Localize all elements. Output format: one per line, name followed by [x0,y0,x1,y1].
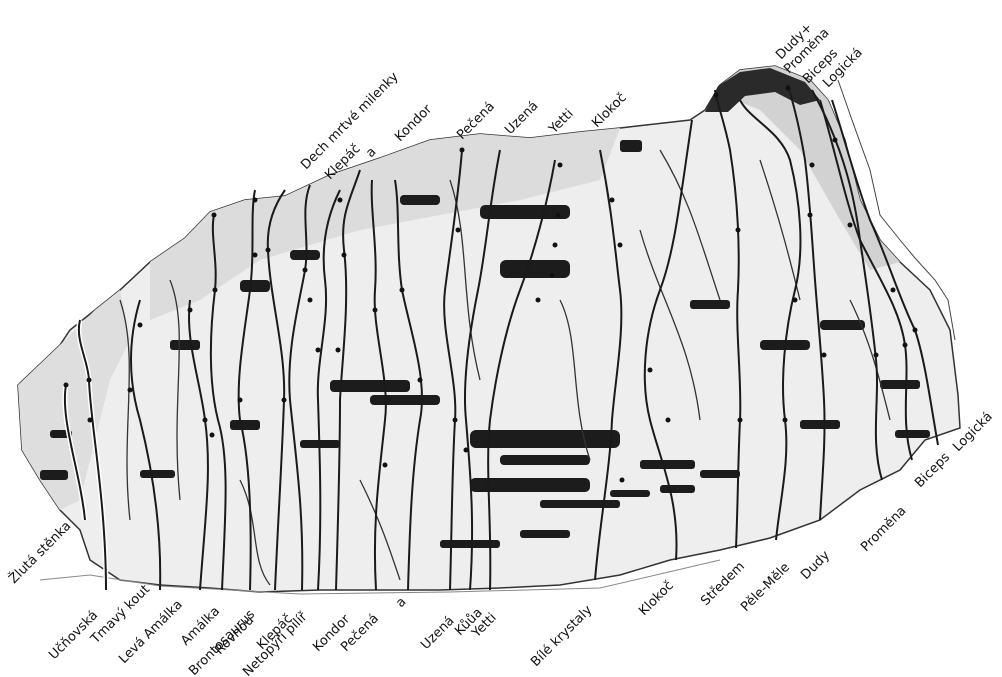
label-top-kondor: Kondor [392,101,435,144]
label-promena: Proměna [858,504,909,555]
label-top-klokoc: Klokoč [589,90,629,130]
label-uzena: Uzená [418,614,457,653]
label-a: a [393,595,409,611]
label-klokoc: Klokoč [636,578,676,618]
label-biceps: Biceps [912,450,953,491]
label-top-uzena: Uzená [502,99,541,138]
label-dudy: Dudy [798,548,833,583]
label-bile-krystaly: Bílé krystaly [528,602,595,669]
label-zluta-stenka: Žlutá stěnka [6,518,75,587]
